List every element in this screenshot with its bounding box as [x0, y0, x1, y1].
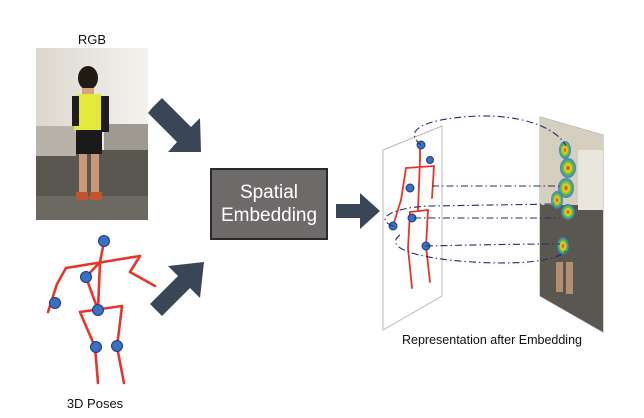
- pose-joints: [49, 235, 123, 353]
- poses-label: 3D Poses: [66, 396, 124, 411]
- representation-label: Representation after Embedding: [402, 333, 582, 347]
- skeleton-plane: [382, 125, 443, 331]
- arrow-rgb-to-embedding: [148, 98, 201, 152]
- plane-skeleton: [392, 144, 435, 289]
- arrow-embedding-to-representation: [336, 193, 380, 229]
- embedding-label-line1: Spatial: [239, 182, 299, 203]
- embedding-label-line2: Embedding: [220, 205, 318, 226]
- arrow-poses-to-embedding: [150, 262, 204, 316]
- heatmap-plane: [539, 116, 604, 333]
- rgb-label: RGB: [77, 32, 107, 47]
- spatial-embedding-box: Spatial Embedding: [210, 168, 328, 240]
- correspondence-lines: [384, 115, 568, 264]
- rgb-photo: [36, 48, 148, 220]
